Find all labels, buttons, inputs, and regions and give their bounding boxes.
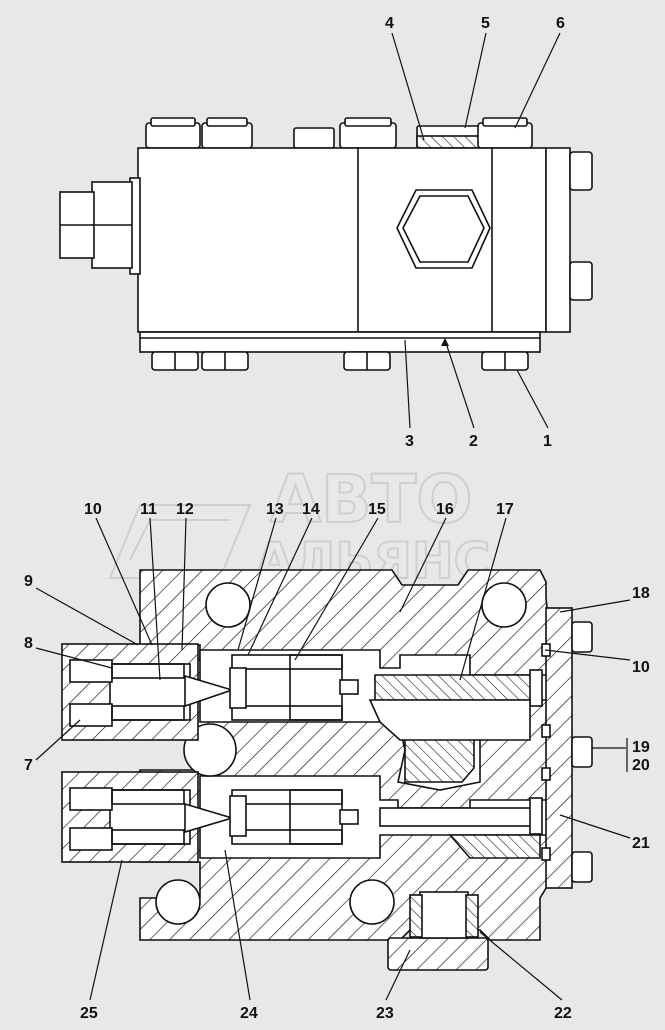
label-3: 3 — [405, 433, 414, 450]
label-4: 4 — [385, 15, 394, 32]
label-6: 6 — [556, 15, 565, 32]
label-23: 23 — [376, 1005, 394, 1022]
hex-plug — [396, 189, 491, 269]
label-8: 8 — [24, 635, 33, 652]
label-1: 1 — [543, 433, 552, 450]
leader-lines — [35, 32, 631, 1001]
label-20: 20 — [632, 757, 650, 774]
label-11: 11 — [140, 501, 157, 518]
label-14: 14 — [302, 501, 320, 518]
label-13: 13 — [266, 501, 284, 518]
label-21: 21 — [632, 835, 650, 852]
top-view — [59, 117, 593, 371]
label-2: 2 — [469, 433, 478, 450]
label-15: 15 — [368, 501, 386, 518]
top-caps — [145, 117, 533, 149]
section-view — [61, 569, 593, 971]
label-24: 24 — [240, 1005, 258, 1022]
label-19: 19 — [632, 739, 650, 756]
label-5: 5 — [481, 15, 490, 32]
top-view-labels: 4 5 6 3 2 1 — [385, 15, 565, 450]
bolt-hole-bottom-left — [155, 879, 201, 925]
bolt-hole-top-left — [205, 582, 251, 628]
label-17: 17 — [496, 501, 514, 518]
label-9: 9 — [24, 573, 33, 590]
label-22: 22 — [554, 1005, 572, 1022]
label-10-top: 10 — [84, 501, 102, 518]
watermark-logo: АВТО АЛЬЯНС — [108, 460, 491, 591]
label-7: 7 — [24, 757, 33, 774]
label-18: 18 — [632, 585, 650, 602]
watermark-line1: АВТО — [270, 461, 473, 538]
label-10-right: 10 — [632, 659, 650, 676]
section-labels: 10 11 12 13 14 15 16 17 18 9 8 7 10 19 2… — [24, 501, 650, 1022]
base-plate — [139, 331, 541, 353]
label-25: 25 — [80, 1005, 98, 1022]
label-16: 16 — [436, 501, 454, 518]
end-cover — [545, 147, 571, 333]
bolt-hole-bottom-right — [349, 879, 395, 925]
bolt-hole-top-right — [481, 582, 527, 628]
label-12: 12 — [176, 501, 194, 518]
